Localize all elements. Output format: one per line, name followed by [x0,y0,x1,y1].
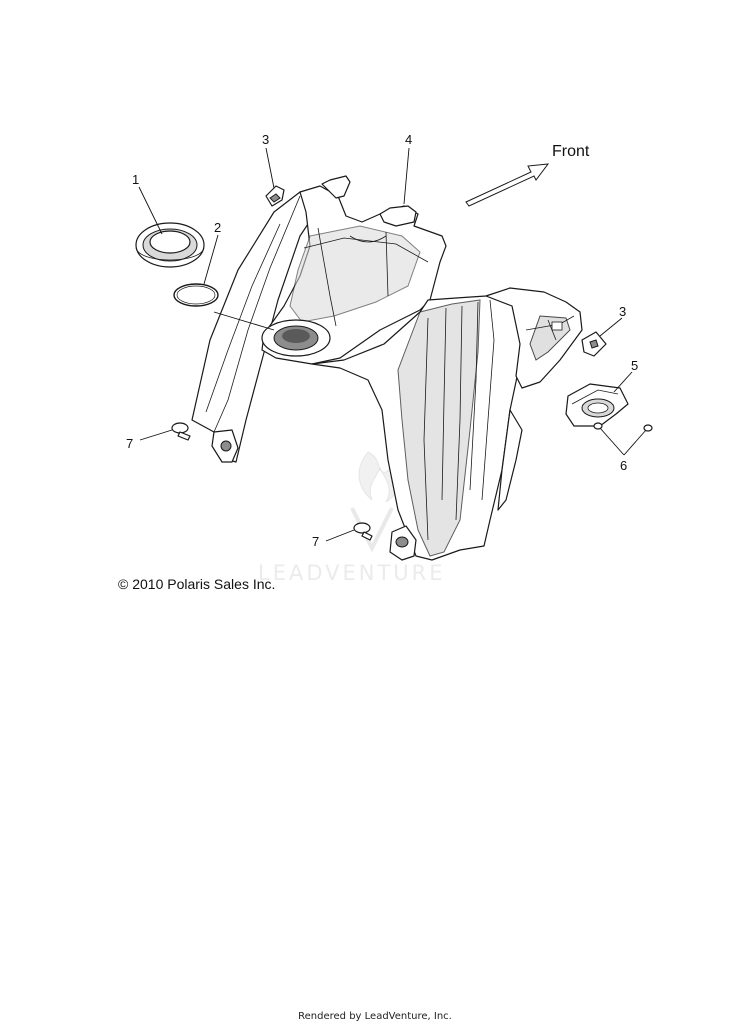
front-label: Front [552,143,590,160]
copyright-notice: © 2010 Polaris Sales Inc. [118,576,276,592]
front-arrow-icon [465,163,550,207]
rendered-by-footer: Rendered by LeadVenture, Inc. [298,1011,452,1022]
fuel-tank-cover [191,175,583,561]
callout-7-left: 7 [126,436,133,451]
speed-nut-right [581,331,607,357]
watermark-logo: LEADVENTURE [258,451,446,585]
cover-plate [565,383,629,427]
callout-1: 1 [132,172,139,187]
callout-2: 2 [214,220,221,235]
callout-4: 4 [405,132,412,147]
push-rivet-left [171,422,191,441]
push-rivet-bottom [353,522,373,541]
callout-7-bottom: 7 [312,534,319,549]
callout-3-top: 3 [262,132,269,147]
callout-5: 5 [631,358,638,373]
leader-lines [138,147,647,542]
screws [593,422,653,432]
fuel-cap [135,222,205,268]
watermark-text: LEADVENTURE [258,561,446,585]
callout-3-right: 3 [619,304,626,319]
speed-nut-top [265,185,285,207]
o-ring [173,283,219,307]
callout-6: 6 [620,458,627,473]
